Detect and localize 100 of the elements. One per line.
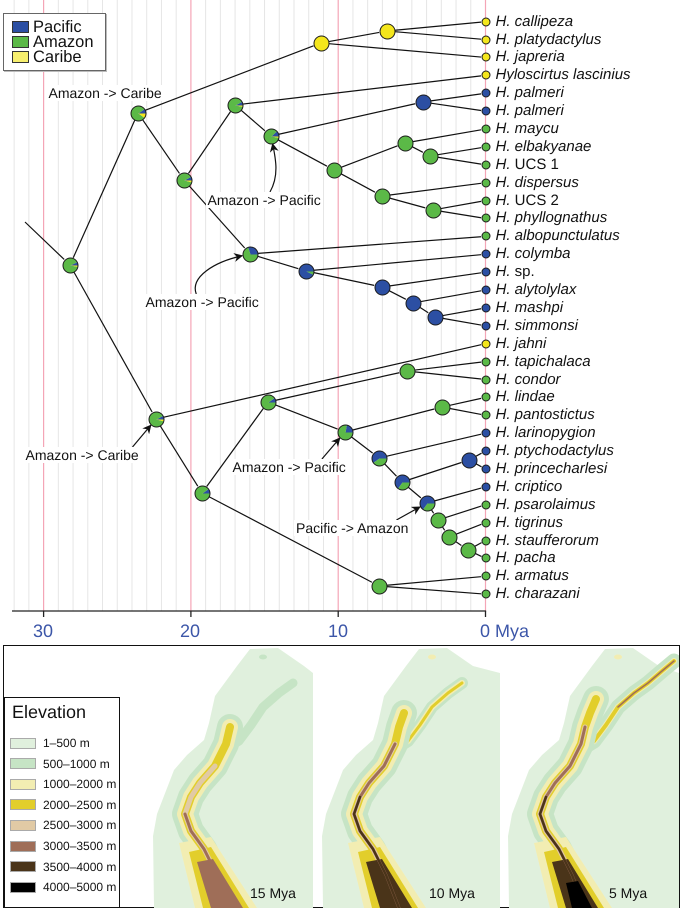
branch-line xyxy=(257,256,299,270)
pie-chart xyxy=(460,542,476,558)
branch-line xyxy=(442,318,482,326)
species-name: H. elbakyanae xyxy=(496,138,592,156)
branch-line xyxy=(450,398,482,406)
species-name: H. platydactylus xyxy=(496,30,602,49)
arrow xyxy=(269,142,279,192)
species-name: H. condor xyxy=(496,370,561,388)
legend-label: 2500–3000 m xyxy=(43,818,116,832)
branch-line xyxy=(394,31,482,40)
branch-line xyxy=(440,210,482,218)
branch-line xyxy=(351,436,373,454)
branch-line xyxy=(386,434,482,457)
branch-line xyxy=(438,156,482,165)
branch-line xyxy=(278,103,416,135)
species-name: H. charazani xyxy=(496,585,580,604)
pie-chart xyxy=(242,246,258,262)
species-name: H. armatus xyxy=(496,567,569,586)
species-name: H. alytolylax xyxy=(496,281,576,300)
branch-line xyxy=(409,462,462,480)
branch-line xyxy=(314,272,374,286)
branch-line xyxy=(438,147,482,156)
species-name: H. colymba xyxy=(496,245,571,264)
species-name: H. tapichalaca xyxy=(496,352,591,371)
pie-chart xyxy=(398,362,416,380)
branch-line xyxy=(384,463,397,477)
pie-chart xyxy=(424,202,442,218)
branch-line xyxy=(340,173,376,193)
species-name: H. callipeza xyxy=(496,12,574,31)
pie-chart xyxy=(370,450,388,466)
species-name: H. psarolaimus xyxy=(496,496,596,514)
transition-label: Pacific -> Amazon xyxy=(294,520,410,536)
species-name: H. lindae xyxy=(496,388,555,406)
pie-chart xyxy=(418,494,436,512)
species-name: H. phyllognathus xyxy=(496,209,608,228)
pie-chart xyxy=(430,512,446,528)
branch-line xyxy=(430,102,482,112)
species-name: H. princecharlesi xyxy=(496,460,608,478)
species-name: H. palmeri xyxy=(496,102,564,120)
transition-label: Amazon -> Caribe xyxy=(46,85,164,101)
pie-chart xyxy=(194,484,210,502)
pie-chart xyxy=(426,308,444,326)
branch-line xyxy=(188,186,246,248)
pie-chart xyxy=(260,394,276,410)
branch-line xyxy=(24,222,65,260)
branch-line xyxy=(456,524,482,535)
pie-chart xyxy=(394,474,410,490)
branch-line xyxy=(208,496,372,583)
legend-label: 1–500 m xyxy=(43,736,90,750)
branch-line xyxy=(419,306,429,314)
branch-line xyxy=(390,272,482,286)
legend-label: Caribe xyxy=(33,49,82,65)
branch-line xyxy=(476,463,482,468)
branch-line xyxy=(328,43,482,58)
axis-tick-label: 20 xyxy=(180,621,200,641)
branch-line xyxy=(414,362,482,371)
branch-line xyxy=(445,506,482,518)
pie-chart xyxy=(336,424,354,440)
branch-line xyxy=(455,541,462,546)
branch-line xyxy=(240,110,266,132)
arrow xyxy=(194,253,244,294)
legend-label: 4000–5000 m xyxy=(43,880,116,894)
pie-chart xyxy=(434,398,450,416)
branch-line xyxy=(314,254,482,271)
legend-title: Elevation xyxy=(12,702,86,722)
transition-label: Amazon -> Pacific xyxy=(206,192,323,208)
species-name: H. tigrinus xyxy=(496,514,564,532)
branch-line xyxy=(160,425,198,487)
axis-tick-label: 0 Mya xyxy=(480,621,530,641)
branch-line xyxy=(434,487,482,502)
branch-line xyxy=(474,552,482,557)
branch-line xyxy=(278,139,328,167)
branch-line xyxy=(386,576,482,586)
species-name: H. albopunctulatus xyxy=(496,227,620,246)
pie-chart xyxy=(396,134,414,152)
pie-chart xyxy=(374,278,390,296)
pie-chart xyxy=(130,104,146,122)
legend-label: Amazon xyxy=(33,34,94,50)
branch-line xyxy=(430,93,482,102)
pie-chart xyxy=(226,96,244,114)
legend-label: 1000–2000 m xyxy=(43,777,116,792)
map-age-label: 5 Mya xyxy=(609,885,648,901)
pie-chart xyxy=(404,294,422,312)
species-name: H. jahni xyxy=(496,334,546,353)
pie-chart xyxy=(378,22,396,40)
species-name: H. palmeri xyxy=(496,84,564,102)
branch-line xyxy=(450,408,482,416)
species-name: H. staufferorum xyxy=(496,532,599,550)
branch-line xyxy=(352,408,434,431)
branch-line xyxy=(414,371,482,380)
species-name: H. japreria xyxy=(496,48,565,66)
species-name: H. simmonsi xyxy=(496,316,578,335)
branch-line xyxy=(442,308,482,316)
pie-chart xyxy=(414,94,432,110)
axis-tick-label: 10 xyxy=(328,621,348,641)
species-name: H. sp. xyxy=(496,263,535,282)
pie-chart xyxy=(298,262,314,280)
branch-line xyxy=(440,200,482,210)
branch-line xyxy=(328,32,380,42)
pie-chart xyxy=(148,410,164,428)
